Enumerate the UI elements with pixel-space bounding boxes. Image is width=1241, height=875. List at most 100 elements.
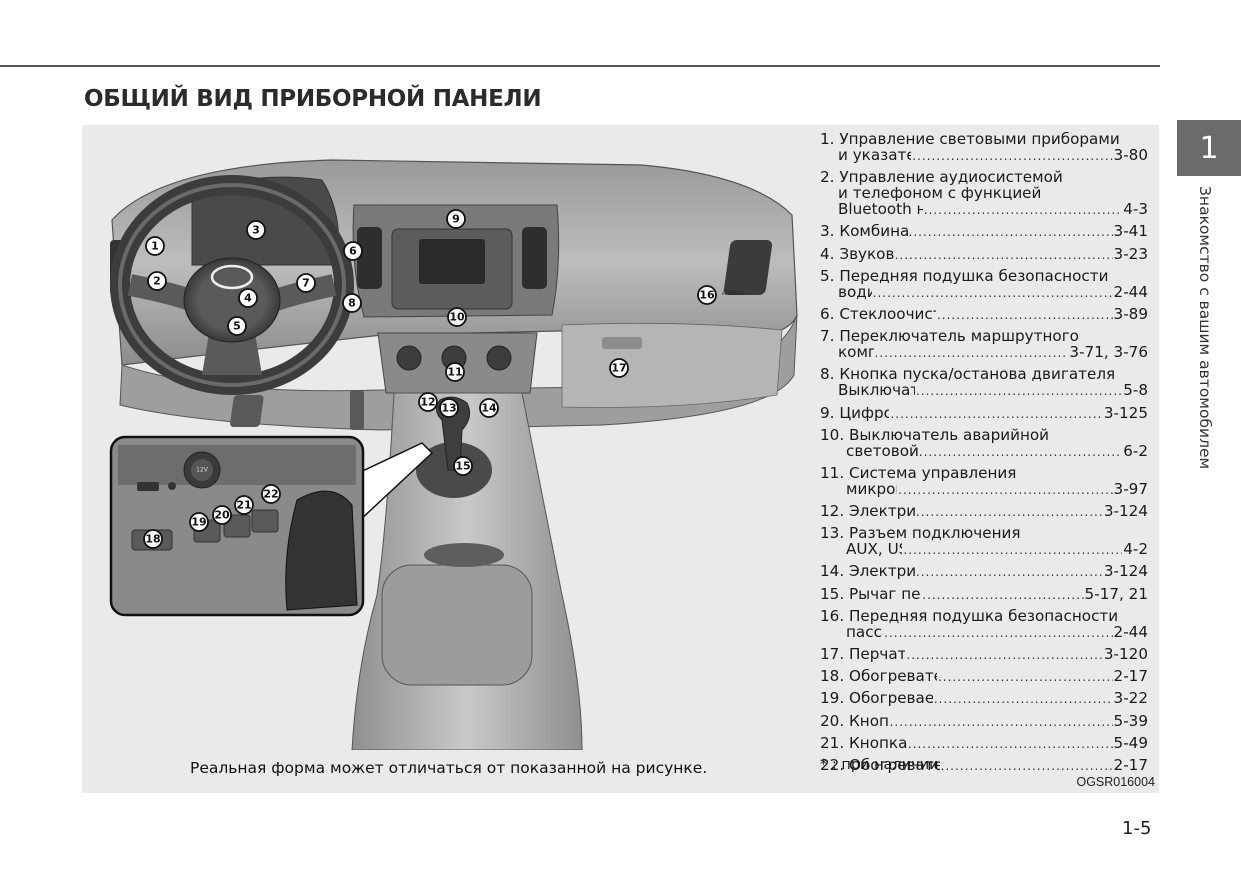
- legend-item: 4. Звуковой сигнал 3-23: [820, 246, 1148, 263]
- legend-line: 3. Комбинация приборов3-41: [820, 223, 1148, 240]
- leader-dots: [937, 307, 1113, 323]
- legend-number: 5.: [820, 266, 835, 285]
- legend-number: 11.: [820, 463, 845, 482]
- legend-text: пассажира: [846, 623, 883, 640]
- legend-text: водителя: [838, 283, 872, 300]
- leader-dots: [922, 587, 1083, 603]
- leader-dots: [916, 383, 1122, 399]
- legend-text: световой сигнализации: [846, 442, 918, 459]
- legend-line: Bluetooth на рулевом колесе4-3: [820, 201, 1148, 218]
- legend-line: 17. Перчаточный ящик3-120: [820, 646, 1148, 663]
- legend-line: 13. Разъем подключения: [820, 525, 1148, 541]
- legend-text: Обогреватель сиденья водителя*: [848, 668, 937, 685]
- svg-text:5: 5: [233, 320, 241, 333]
- legend-text: Электрическая розетка: [848, 503, 915, 520]
- legend-page-ref: 2-44: [1113, 282, 1148, 301]
- svg-text:19: 19: [191, 516, 206, 529]
- svg-text:16: 16: [699, 289, 715, 302]
- legend-page-ref: 4-2: [1123, 540, 1148, 559]
- legend-number: 16.: [820, 606, 845, 625]
- callout-21: 21: [234, 495, 254, 515]
- legend-page-ref: 5-39: [1113, 711, 1148, 730]
- leader-dots: [908, 736, 1113, 752]
- legend-page-ref: 3-124: [1103, 562, 1148, 581]
- legend-text: и указателями поворота: [838, 147, 912, 163]
- legend-line: 14. Электрическая розетка3-124: [820, 563, 1148, 580]
- legend-page-ref: 3-23: [1113, 244, 1148, 263]
- legend-number: 20.: [820, 711, 845, 730]
- legend-text: Передняя подушка безопасности: [848, 607, 1119, 624]
- legend-line: световой сигнализации6-2: [820, 443, 1148, 460]
- legend-number: 15.: [820, 584, 845, 603]
- legend-item: 14. Электрическая розетка3-124: [820, 563, 1148, 580]
- legend-item: 22. Обогреватель сиденья пассажира*2-17: [820, 757, 1148, 774]
- callout-8: 8: [342, 293, 362, 313]
- svg-text:11: 11: [447, 366, 462, 379]
- leader-dots: [875, 345, 1069, 361]
- svg-text:21: 21: [236, 499, 251, 512]
- legend-text: Обогреватель сиденья пассажира*: [848, 756, 940, 773]
- page-title: ОБЩИЙ ВИД ПРИБОРНОЙ ПАНЕЛИ: [84, 86, 542, 112]
- legend-item: 15. Рычаг переключения передач5-17, 21: [820, 586, 1148, 603]
- legend-text: Стеклоочиститель/стеклоомыватель: [839, 305, 936, 322]
- legend-line: компьютера3-71, 3-76: [820, 344, 1148, 361]
- leader-dots: [890, 714, 1113, 730]
- callout-6: 6: [343, 241, 363, 261]
- legend-number: 4.: [820, 244, 835, 263]
- legend-text: Выключатель аварийной: [848, 426, 1050, 443]
- leader-dots: [916, 504, 1103, 520]
- legend-item: 7. Переключатель маршрутногокомпьютера3-…: [820, 328, 1148, 361]
- leader-dots: [912, 148, 1112, 164]
- svg-text:18: 18: [145, 533, 160, 546]
- svg-text:22: 22: [263, 488, 278, 501]
- svg-text:4: 4: [244, 292, 252, 305]
- legend-line: 20. Кнопка DBC 5-39: [820, 713, 1148, 730]
- legend-text: Перчаточный ящик: [848, 646, 906, 662]
- callout-17: 17: [609, 358, 629, 378]
- legend-text: и телефоном с функцией: [838, 185, 1042, 202]
- legend-item: 18. Обогреватель сиденья водителя*2-17: [820, 668, 1148, 685]
- legend-page-ref: 3-125: [1103, 403, 1148, 422]
- legend-item: 20. Кнопка DBC 5-39: [820, 713, 1148, 730]
- legend-page-ref: 5-8: [1123, 381, 1148, 400]
- legend-page-ref: 3-41: [1113, 222, 1148, 241]
- legend-line: и телефоном с функцией: [820, 185, 1148, 201]
- legend-line: 19. Обогреваемое рулевое колесо*3-22: [820, 690, 1148, 707]
- legend-page-ref: 2-17: [1113, 755, 1148, 774]
- legend-line: 12. Электрическая розетка3-124: [820, 503, 1148, 520]
- legend-page-ref: 2-44: [1113, 622, 1148, 641]
- callout-5: 5: [227, 316, 247, 336]
- page-number: 1-5: [1122, 818, 1152, 839]
- callout-18: 18: [143, 529, 163, 549]
- legend-text: Кнопка пуска/останова двигателя: [839, 366, 1116, 383]
- callout-3: 3: [246, 220, 266, 240]
- legend-line: 15. Рычаг переключения передач5-17, 21: [820, 586, 1148, 603]
- legend-line: 11. Система управления: [820, 465, 1148, 481]
- svg-text:13: 13: [441, 402, 456, 415]
- callout-10: 10: [447, 307, 467, 327]
- legend-page-ref: 3-80: [1113, 146, 1148, 164]
- airbag-label: AIRBAG: [722, 291, 745, 297]
- svg-text:10: 10: [449, 311, 465, 324]
- pedal: [230, 395, 264, 427]
- legend-text: Звуковой сигнал: [839, 245, 894, 262]
- legend-text: Кнопка DBC: [848, 712, 889, 729]
- right-vent: [723, 240, 773, 295]
- legend-number: 1.: [820, 130, 835, 148]
- figure-caption: Реальная форма может отличаться от показ…: [190, 759, 708, 777]
- legend-number: 13.: [820, 524, 845, 543]
- legend-item: 19. Обогреваемое рулевое колесо*3-22: [820, 690, 1148, 707]
- leader-dots: [941, 758, 1113, 774]
- chapter-tab: 1: [1177, 120, 1241, 176]
- legend-item: 11. Система управлениямикроклиматом3-97: [820, 465, 1148, 498]
- callout-13: 13: [439, 398, 459, 418]
- legend-text: Разъем подключения: [848, 525, 1021, 542]
- legend-text: Управление световыми приборами: [839, 131, 1120, 147]
- legend-text: AUX, USB и iPod®: [846, 541, 902, 558]
- top-rule: [0, 65, 1160, 67]
- svg-text:17: 17: [611, 362, 626, 375]
- callout-14: 14: [479, 398, 499, 418]
- leader-dots: [873, 285, 1113, 301]
- svg-text:1: 1: [151, 240, 159, 253]
